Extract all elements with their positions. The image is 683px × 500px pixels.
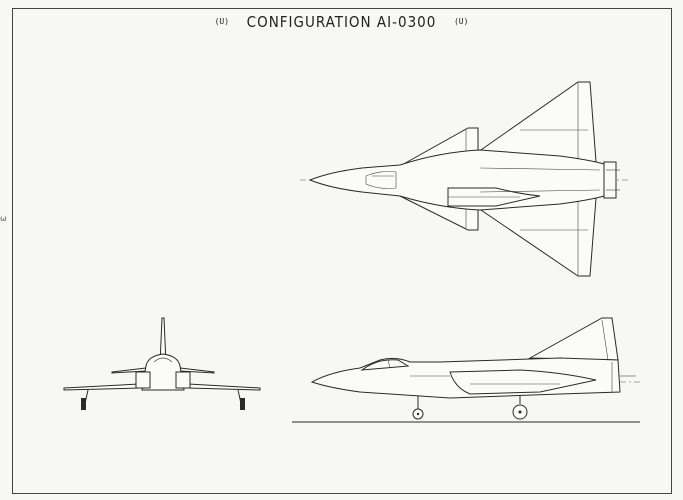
- margin-mark: ω: [0, 214, 7, 223]
- front-gear-right: [240, 398, 245, 410]
- side-canopy: [362, 360, 408, 370]
- classification-marking-right: (U): [453, 17, 469, 26]
- drawing-border: [12, 8, 672, 494]
- plan-view: [300, 82, 630, 276]
- drawing-title: CONFIGURATION AI-0300: [246, 13, 437, 31]
- side-view: [292, 318, 640, 422]
- side-intake: [450, 370, 596, 394]
- front-view: [64, 318, 260, 410]
- front-fuselage: [142, 354, 184, 390]
- classification-marking-left: (U): [214, 17, 230, 26]
- front-intake-left: [136, 372, 150, 388]
- front-gear-left: [81, 398, 86, 410]
- plan-nozzle: [604, 162, 616, 198]
- front-intake-right: [176, 372, 190, 388]
- title-block: (U) CONFIGURATION AI-0300 (U): [0, 12, 683, 31]
